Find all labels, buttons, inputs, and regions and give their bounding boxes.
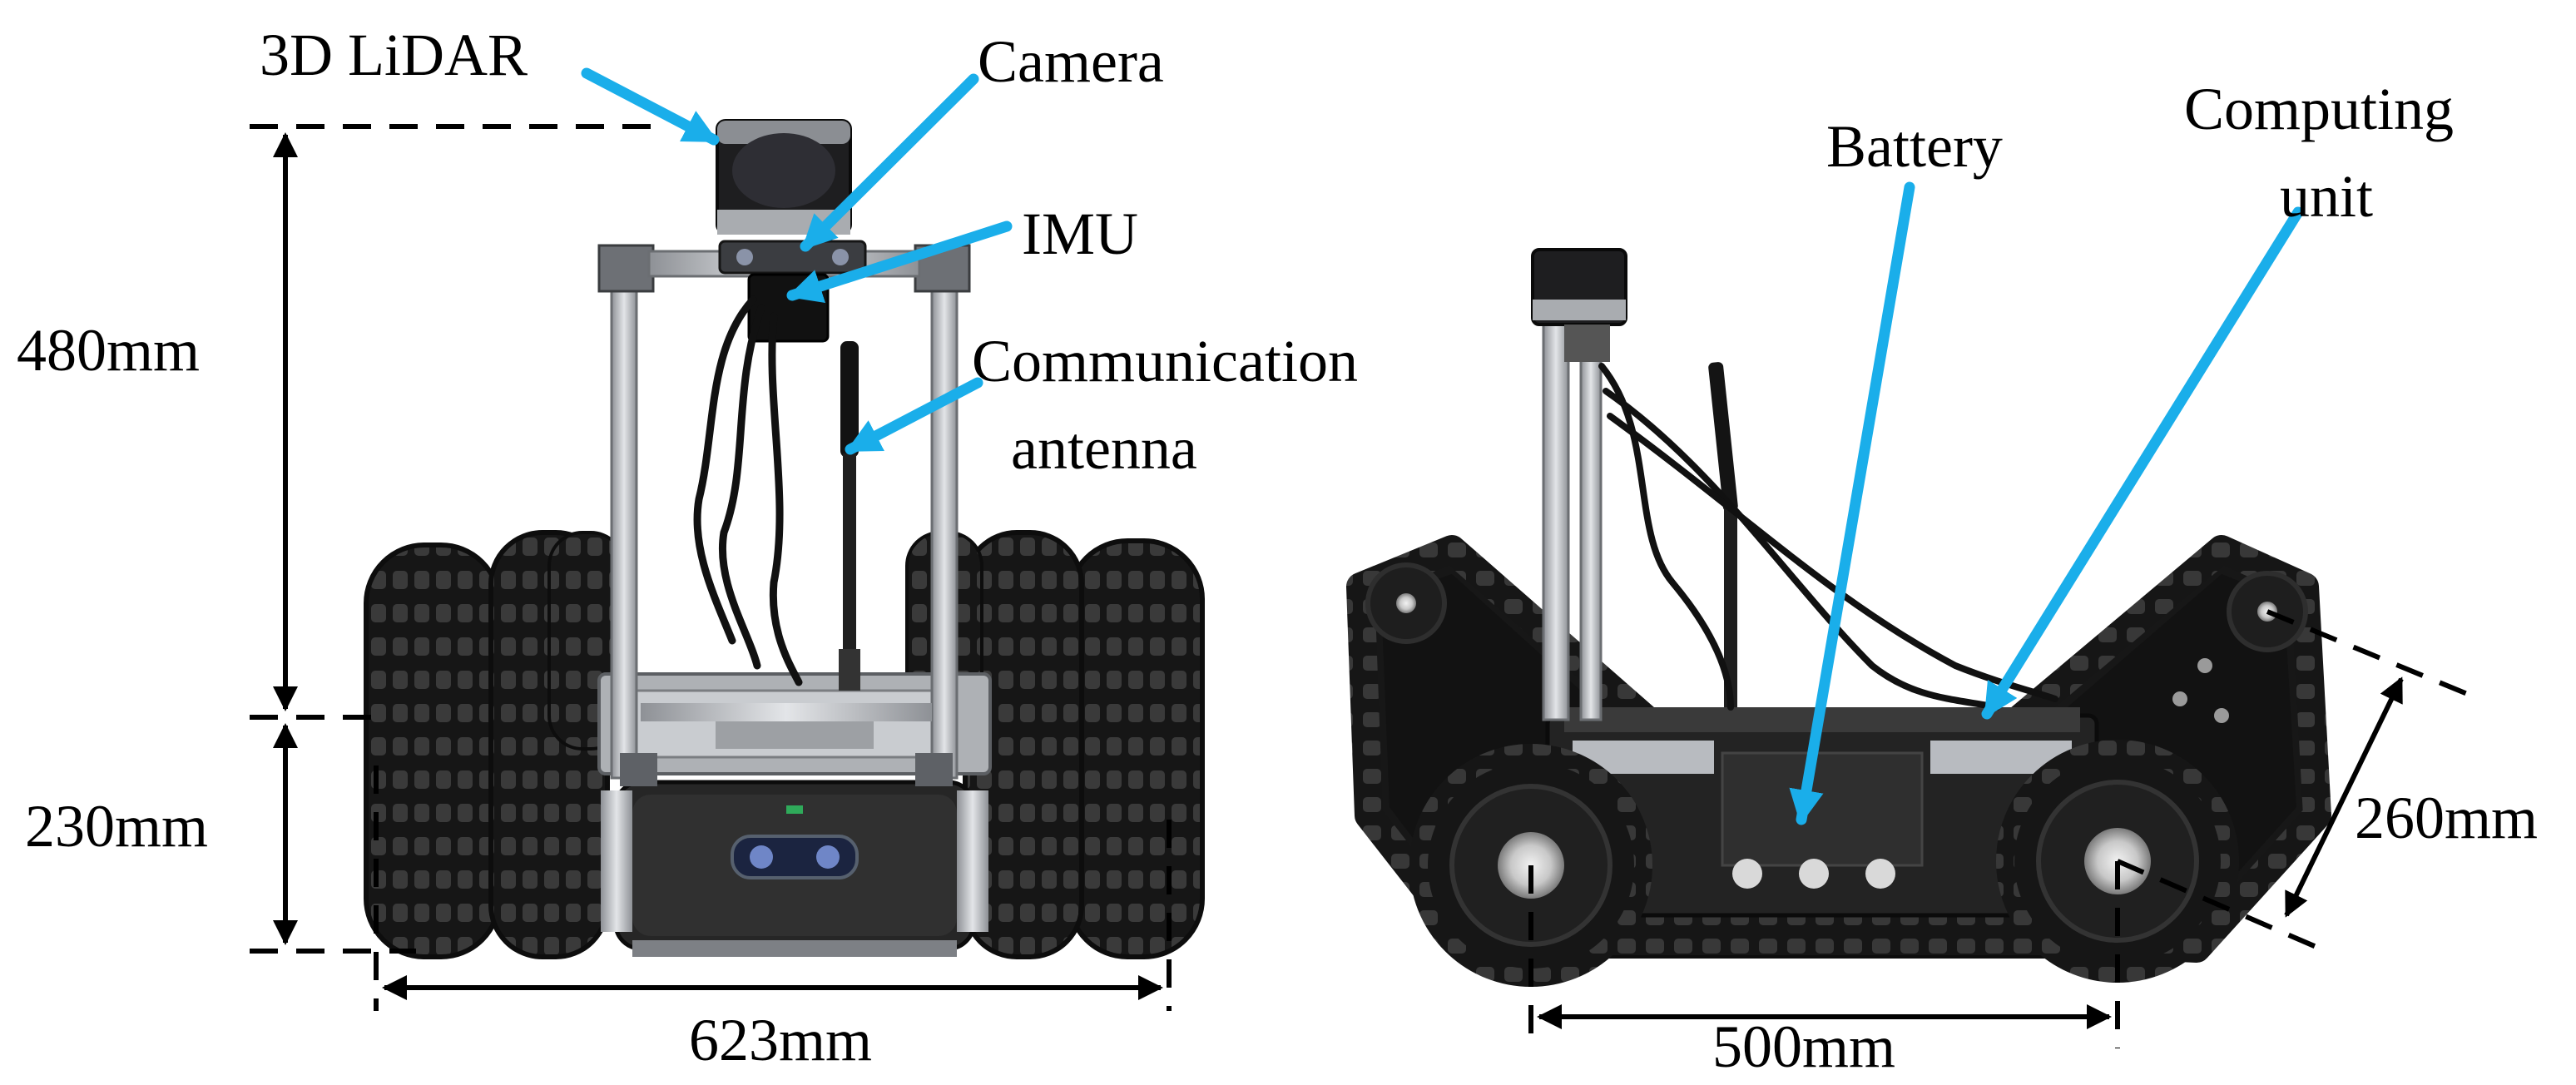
front-left-outer-track: [364, 542, 502, 959]
dim-500-label: 500mm: [1712, 1013, 1896, 1080]
callout-arrows: [581, 67, 2304, 825]
arrow-camera: [800, 73, 979, 252]
dimension-lines: [250, 124, 2477, 1048]
label-imu: IMU: [1022, 201, 1138, 267]
dim-480-label: 480mm: [17, 317, 201, 384]
arrow-imu: [786, 220, 1013, 303]
side-mast: [1531, 248, 1627, 721]
label-computing-line1: Computing: [2184, 76, 2455, 142]
arrow-computing: [1981, 206, 2304, 720]
side-antennas: [1708, 362, 1738, 707]
arrow-lidar: [581, 67, 720, 146]
label-battery: Battery: [1826, 113, 2003, 180]
dim-623-label: 623mm: [689, 1007, 873, 1073]
front-right-outer-track: [1067, 538, 1205, 959]
front-cables: [693, 295, 803, 686]
front-mast-frame: [597, 244, 971, 786]
front-chassis: [597, 672, 992, 957]
label-antenna-line2: antenna: [1011, 415, 1197, 482]
label-antenna-line1: Communication: [972, 328, 1358, 394]
label-computing-line2: unit: [2280, 163, 2374, 230]
dim-230-label: 230mm: [25, 793, 209, 860]
label-lidar: 3D LiDAR: [260, 22, 528, 88]
arrow-antenna: [845, 377, 983, 455]
dim-260-line: [2284, 676, 2404, 918]
front-robot: [364, 119, 1205, 959]
arrow-battery: [1789, 181, 1915, 825]
front-antenna: [839, 341, 860, 691]
label-camera: Camera: [978, 28, 1164, 95]
dim-260-label: 260mm: [2355, 785, 2539, 851]
